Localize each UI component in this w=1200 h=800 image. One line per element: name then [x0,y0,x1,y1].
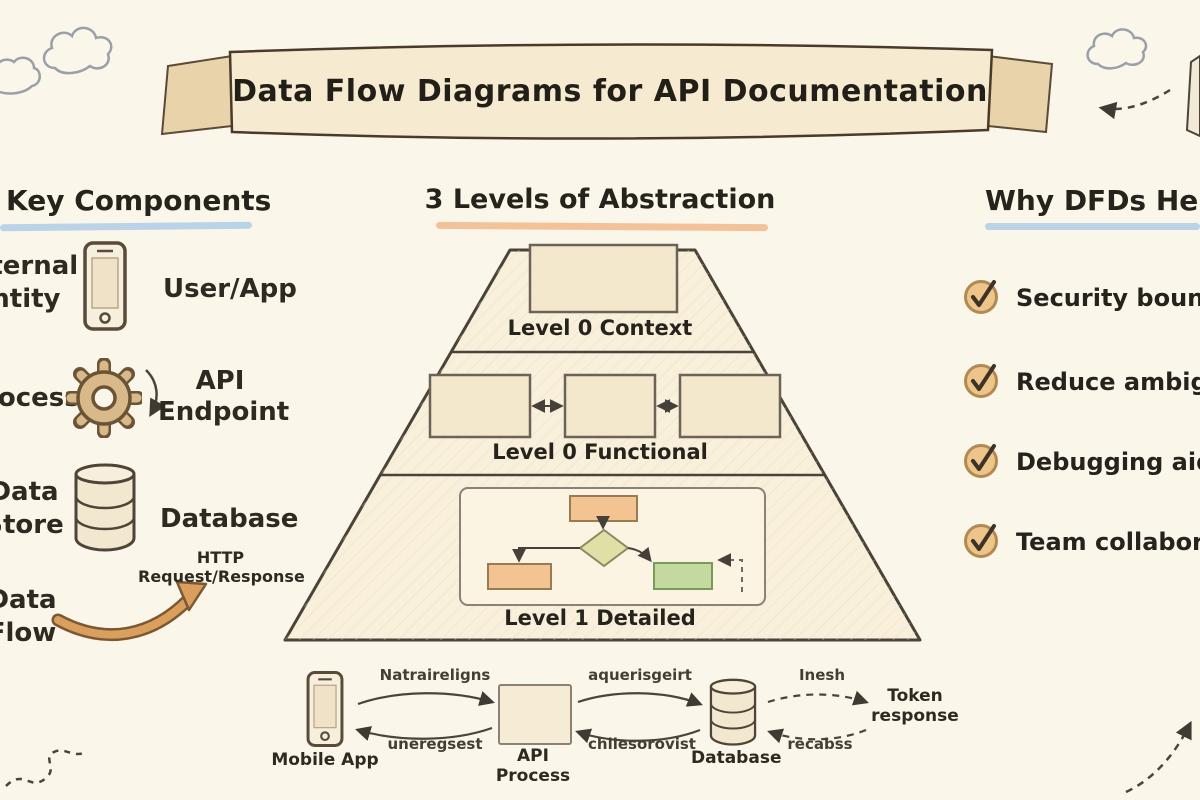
level-0-functional-label: Level 0 Functional [492,440,708,464]
arrow-label: recabss [787,735,853,753]
cloud-icon [1086,28,1148,70]
benefit-collaboration: Team collaboration [1016,528,1200,556]
abstraction-pyramid [283,243,922,642]
left-heading: Key Components [6,184,272,217]
flow-arrow-icon [51,580,208,642]
component-term-data-flow: Data Flow [0,585,57,648]
cloud-icon [42,26,113,75]
flow-arrow [355,726,493,741]
context-box [528,243,679,314]
component-label-user-app: User/App [163,274,297,304]
database-icon [706,676,760,746]
benefit-ambiguity: Reduce ambiguity [1016,368,1200,396]
arrow-label: Inesh [798,666,846,684]
benefit-debugging: Debugging aid [1016,448,1200,476]
dashed-arrow-icon [1098,88,1171,120]
detail-left-box [487,563,552,590]
check-icon [962,440,1002,480]
cloud-icon [0,56,41,95]
node-mobile-app-label: Mobile App [271,750,379,770]
curved-arrow-icon [145,369,166,418]
component-label-api-endpoint: API Endpoint [158,366,290,428]
pencil-edge-icon [1185,54,1200,138]
title-banner [160,43,1054,140]
node-token-response-label: Token response [871,686,959,727]
check-icon [962,276,1002,316]
arrow-label: Natraireligns [379,666,491,684]
flow-arrow-dashed [767,690,869,706]
functional-box [428,373,532,439]
squiggle-doodle-icon [5,749,85,787]
page-title: Data Flow Diagrams for API Documentation [232,74,988,109]
api-process-box [498,684,572,745]
phone-icon [303,670,347,748]
flow-arrow [357,691,495,706]
functional-box [678,373,782,439]
functional-box [563,373,657,439]
right-heading-underline [985,223,1200,230]
decision-diamond [578,528,630,568]
component-term-data-store: Data Store [0,477,64,540]
phone-icon [82,240,128,332]
right-heading: Why DFDs Help [985,184,1200,217]
arrow-label: aquerisgeirt [588,666,692,684]
database-icon [72,460,138,552]
component-label-http: HTTP Request/Response [138,548,305,587]
component-label-database: Database [160,504,299,534]
check-icon [962,520,1002,560]
level-1-detailed-label: Level 1 Detailed [504,606,696,630]
arrow-label: uneregsest [387,735,483,753]
arrow-label: chliesorovist [588,735,696,753]
benefit-security: Security boundaries [1016,284,1200,312]
middle-heading: 3 Levels of Abstraction [424,184,776,215]
detail-right-box [653,562,713,590]
flow-arrow [575,728,701,744]
check-icon [962,360,1002,400]
gear-icon [66,358,142,438]
dashed-arrow-icon [1125,720,1192,794]
node-database-label: Database [691,748,782,768]
detail-start-box [569,495,638,522]
component-term-external-entity: External Entity [0,251,79,314]
flow-arrow [577,692,703,707]
level-0-context-label: Level 0 Context [507,316,693,340]
node-api-process-label: API Process [495,746,571,787]
